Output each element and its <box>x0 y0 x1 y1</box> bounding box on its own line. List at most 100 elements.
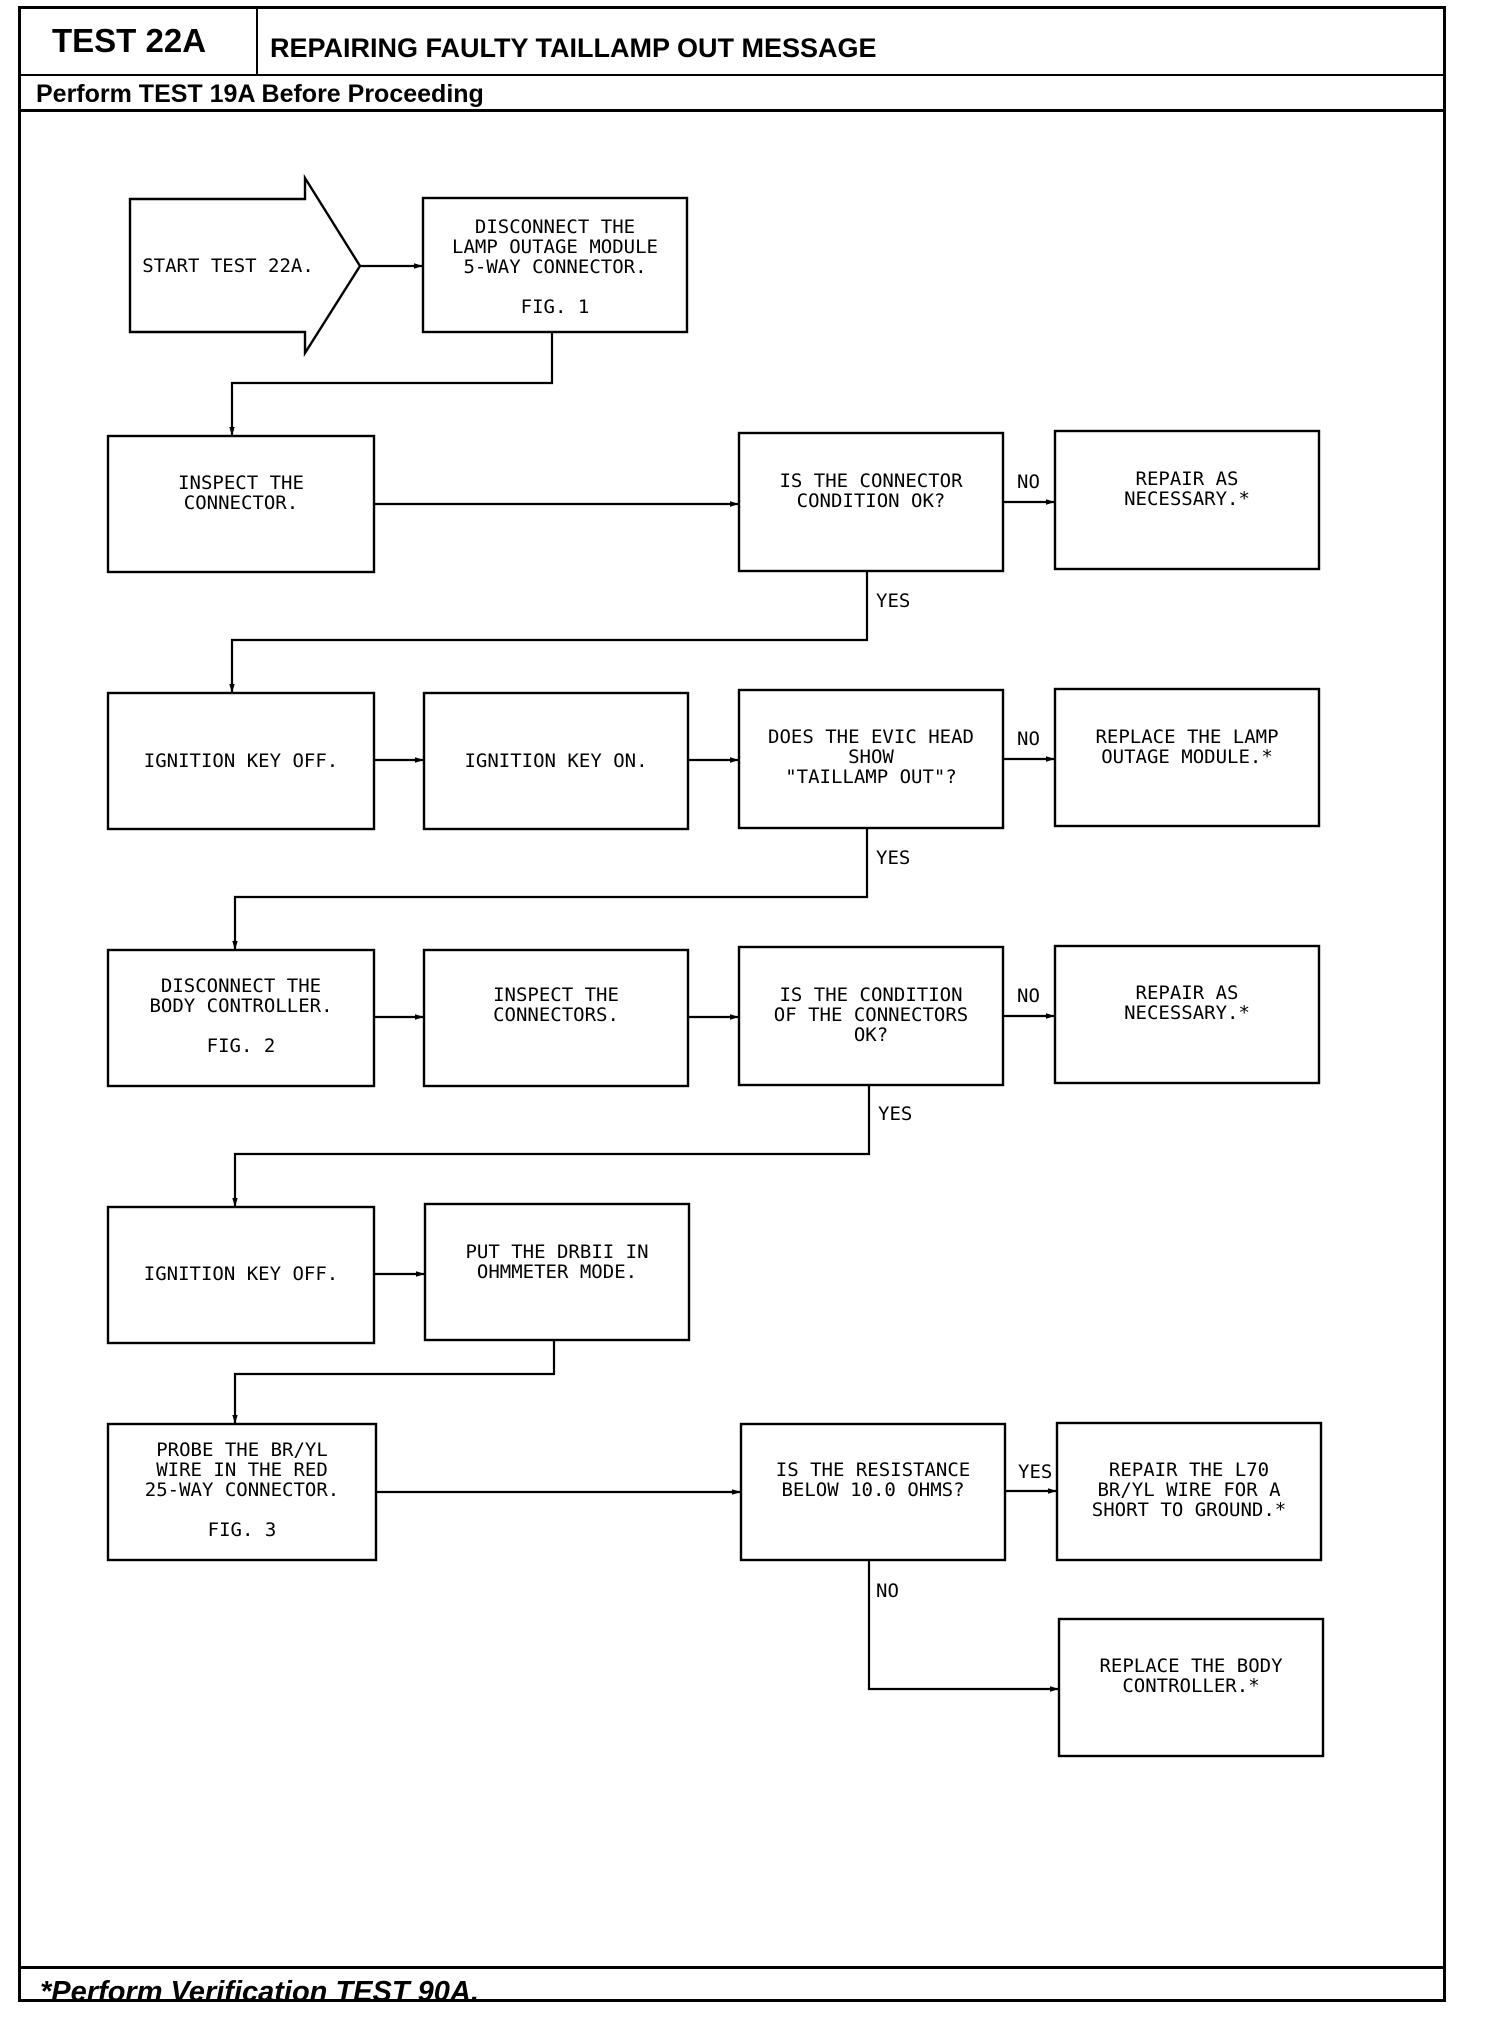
node-text-line: BELOW 10.0 OHMS? <box>781 1479 964 1501</box>
node-text-line: REPLACE THE BODY <box>1099 1655 1283 1677</box>
arrow-decision1-yes <box>229 571 869 693</box>
node-text-line: FIG. 2 <box>207 1035 276 1057</box>
node-text-line: OUTAGE MODULE.* <box>1101 746 1273 768</box>
node-text-line: IGNITION KEY OFF. <box>144 750 338 772</box>
label-yes-4: YES <box>1018 1461 1052 1483</box>
node-text-line: IS THE CONNECTOR <box>779 470 963 492</box>
ignition-on-box: IGNITION KEY ON. <box>422 691 690 831</box>
node-text-line: CONNECTORS. <box>493 1004 619 1026</box>
node-text-line: OHMMETER MODE. <box>477 1261 637 1283</box>
node-text-line: REPAIR AS <box>1136 468 1239 490</box>
node-text-line: CONNECTOR. <box>184 492 298 514</box>
label-no-3: NO <box>1017 985 1040 1007</box>
node-text-line: IS THE CONDITION <box>779 984 962 1006</box>
ignition-off-1-text: IGNITION KEY OFF. <box>144 750 338 772</box>
node-text-line: CONTROLLER.* <box>1122 1675 1259 1697</box>
node-text-line: 25-WAY CONNECTOR. <box>145 1479 339 1501</box>
node-text-line: FIG. 1 <box>521 296 590 318</box>
node-text-line: REPLACE THE LAMP <box>1095 726 1278 748</box>
node-text-line: PROBE THE BR/YL <box>156 1439 328 1461</box>
node-text-line: "TAILLAMP OUT"? <box>785 766 957 788</box>
node-text-line: NECESSARY.* <box>1124 488 1250 510</box>
page-frame <box>18 6 1446 2002</box>
node-text-line: IGNITION KEY OFF. <box>144 1263 338 1285</box>
ignition-off-2-text: IGNITION KEY OFF. <box>144 1263 338 1285</box>
test-id: TEST 22A <box>18 8 258 74</box>
node-text-line: DISCONNECT THE <box>475 216 635 238</box>
ignition-on-text: IGNITION KEY ON. <box>464 750 647 772</box>
node-text-line: LAMP OUTAGE MODULE <box>452 236 658 258</box>
arrow-resistance-no <box>867 1560 1059 1692</box>
prerequisite-note: Perform TEST 19A Before Proceeding <box>36 80 484 108</box>
header-row <box>18 6 1446 76</box>
start-node: START TEST 22A. <box>128 173 362 358</box>
prerequisite-row <box>18 76 1446 112</box>
test-title: REPAIRING FAULTY TAILLAMP OUT MESSAGE <box>270 33 877 63</box>
node-text-line: WIRE IN THE RED <box>156 1459 328 1481</box>
node-text-line: REPAIR AS <box>1136 982 1239 1004</box>
arrow-decision3-yes <box>232 1085 871 1207</box>
label-no-2: NO <box>1017 728 1040 750</box>
arrow-drbii-to-probe <box>232 1340 556 1424</box>
node-text-line: OK? <box>854 1024 888 1046</box>
node-text-line: FIG. 3 <box>208 1519 277 1541</box>
node-text-line: INSPECT THE <box>493 984 619 1006</box>
node-text-line: SHOW <box>848 746 894 768</box>
node-text-line: CONDITION OK? <box>797 490 946 512</box>
label-yes-3: YES <box>878 1103 912 1125</box>
node-text-line: IGNITION KEY ON. <box>464 750 647 772</box>
node-text-line: NECESSARY.* <box>1124 1002 1250 1024</box>
label-yes-2: YES <box>876 847 910 869</box>
node-text-line: OF THE CONNECTORS <box>774 1004 968 1026</box>
node-text-line: BR/YL WIRE FOR A <box>1097 1479 1281 1501</box>
footer-note: *Perform Verification TEST 90A. <box>40 1976 479 2008</box>
node-text-line: DOES THE EVIC HEAD <box>768 726 974 748</box>
node-text-line: DISCONNECT THE <box>161 975 321 997</box>
node-text-line: REPAIR THE L70 <box>1109 1459 1269 1481</box>
label-yes-1: YES <box>876 590 910 612</box>
footer-divider <box>18 1966 1446 1969</box>
arrow-disconnect-to-inspect <box>229 332 554 436</box>
node-text-line: START TEST 22A. <box>142 255 314 277</box>
node-text-line: PUT THE DRBII IN <box>465 1241 648 1263</box>
node-text-line: 5-WAY CONNECTOR. <box>463 256 646 278</box>
node-text-line: INSPECT THE <box>178 472 304 494</box>
node-text-line: SHORT TO GROUND.* <box>1092 1499 1286 1521</box>
ignition-off-box-2: IGNITION KEY OFF. <box>106 1205 376 1345</box>
label-no-4: NO <box>876 1580 899 1602</box>
arrow-evic-yes <box>232 828 869 950</box>
node-text-line: IS THE RESISTANCE <box>776 1459 970 1481</box>
label-no-1: NO <box>1017 471 1040 493</box>
node-text-line: BODY CONTROLLER. <box>149 995 332 1017</box>
